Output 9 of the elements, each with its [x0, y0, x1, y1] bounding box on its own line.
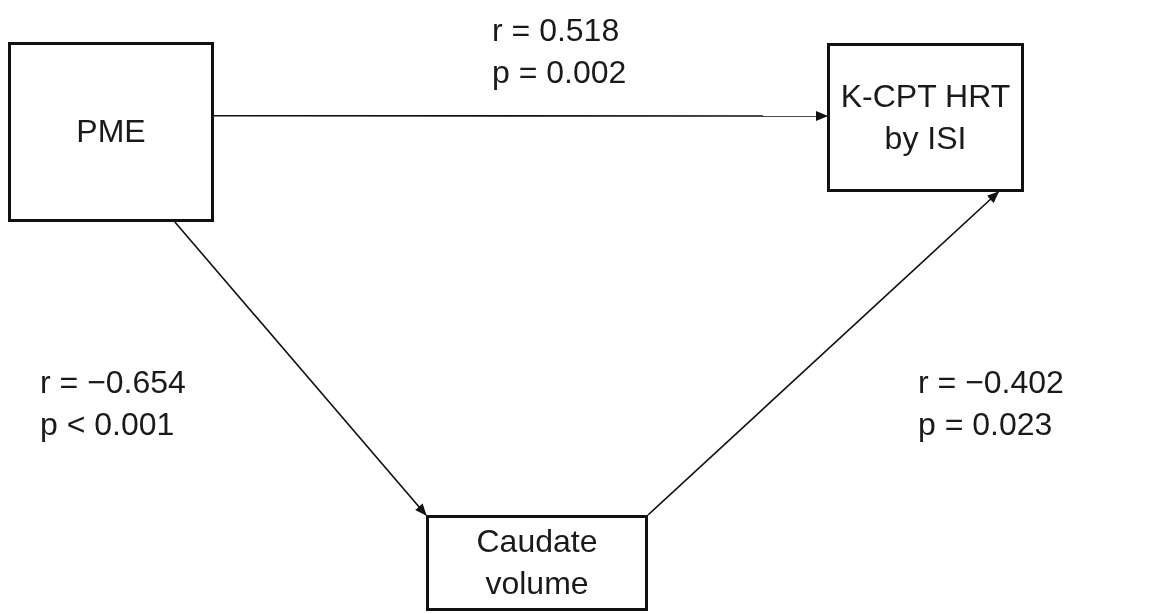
- variable-name: PME: [75, 112, 147, 152]
- arrow: [213, 111, 828, 121]
- variable-box: [426, 515, 648, 611]
- variable-name: Caudate volume: [475, 522, 599, 603]
- arrow: [174, 221, 427, 516]
- variable-name: K-CPT HRT by ISI: [839, 76, 1012, 158]
- variable-box: [8, 42, 214, 222]
- arrow: [647, 191, 1000, 516]
- variable-box: [827, 43, 1024, 192]
